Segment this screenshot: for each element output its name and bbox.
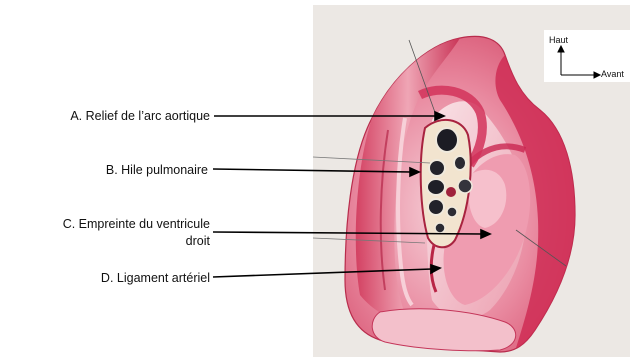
pulmonary-vessel — [429, 160, 445, 176]
label-arterial-ligament: D. Ligament artériel — [10, 270, 210, 286]
pulmonary-vessel — [458, 179, 472, 193]
lymph-node — [446, 187, 456, 197]
orientation-up-label: Haut — [549, 35, 568, 45]
label-right-ventricle-impression: C. Empreinte du ventricule — [10, 216, 210, 232]
bronchus — [436, 128, 458, 152]
label-pulmonary-hilum: B. Hile pulmonaire — [10, 162, 208, 178]
label-aortic-arch-relief: A. Relief de l’arc aortique — [10, 108, 210, 124]
pulmonary-vessel — [428, 199, 444, 215]
pulmonary-vessel — [427, 179, 445, 195]
label-right-ventricle-impression-line2: droit — [10, 233, 210, 249]
pulmonary-vessel — [454, 156, 466, 170]
orientation-forward-label: Avant — [601, 69, 624, 79]
pulmonary-vessel — [447, 207, 457, 217]
pulmonary-vessel — [435, 223, 445, 233]
